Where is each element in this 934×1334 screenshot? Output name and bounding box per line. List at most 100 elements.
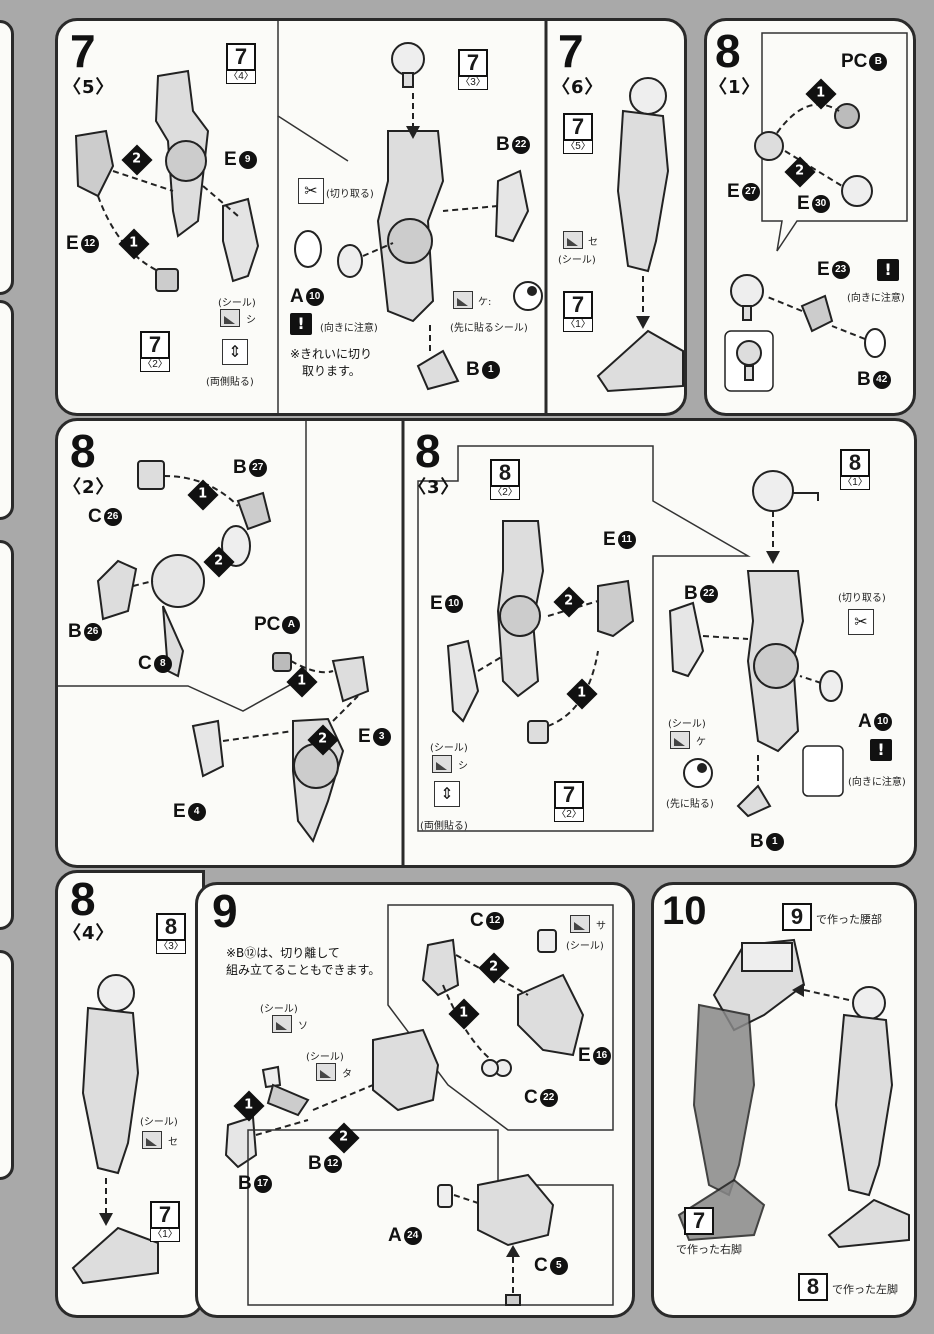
step-number: 7 bbox=[70, 25, 96, 77]
caution-icon: ! bbox=[870, 739, 892, 761]
edge-fragment-bottom bbox=[0, 950, 14, 1180]
ref-number: 9 bbox=[782, 903, 812, 931]
sticker-code-sa: サ bbox=[596, 921, 606, 932]
ref-step-9: 9 bbox=[782, 903, 812, 931]
ref-step-7-2: 7〈2〉 bbox=[140, 331, 170, 372]
assembly-illustration-8-1 bbox=[724, 32, 908, 392]
ref-sub: 〈3〉 bbox=[156, 941, 186, 954]
sticker-code-shi: シ bbox=[246, 315, 256, 326]
sticker-code-se: セ bbox=[588, 237, 598, 248]
seal-label: (シール) bbox=[668, 719, 706, 730]
sticker-icon-ta bbox=[316, 1063, 336, 1081]
ref-sub: 〈2〉 bbox=[490, 487, 520, 500]
both-sides-label: (両側貼る) bbox=[206, 377, 254, 388]
ref-number: 7 bbox=[563, 291, 593, 319]
both-sides-icon: ⇕ bbox=[434, 781, 460, 807]
cut-label: (切り取る) bbox=[326, 189, 374, 200]
ref-sub: 〈1〉 bbox=[150, 1229, 180, 1242]
ref-sub: 〈2〉 bbox=[140, 359, 170, 372]
nipper-icon: ✂ bbox=[848, 609, 874, 635]
step-number: 8 bbox=[415, 425, 441, 477]
ref-number: 7 bbox=[140, 331, 170, 359]
ref-sub: 〈1〉 bbox=[840, 477, 870, 490]
ref-sub: 〈4〉 bbox=[226, 71, 256, 84]
assembly-illustration-7 bbox=[74, 21, 684, 413]
ref-number: 7 bbox=[458, 49, 488, 77]
sticker-icon-se bbox=[563, 231, 583, 249]
sticker-icon-ke bbox=[670, 731, 690, 749]
seal-label: (シール) bbox=[430, 743, 468, 754]
sticker-icon-se bbox=[142, 1131, 162, 1149]
first-label: (先に貼る) bbox=[666, 799, 714, 810]
step-number: 9 bbox=[212, 885, 238, 937]
waist-label: で作った腰部 bbox=[816, 913, 882, 926]
ref-number: 8 bbox=[156, 913, 186, 941]
sticker-icon bbox=[220, 309, 240, 327]
step-number: 8 bbox=[715, 25, 741, 77]
step-substep: 〈2〉 bbox=[63, 477, 115, 498]
ref-step-7-4: 7〈4〉 bbox=[226, 43, 256, 84]
sticker-code-ke: ケ bbox=[696, 737, 706, 748]
sticker-code-ke: ケ: bbox=[478, 297, 492, 308]
ref-number: 8 bbox=[798, 1273, 828, 1301]
step-number: 7 bbox=[558, 25, 584, 77]
edge-fragment-top bbox=[0, 20, 14, 295]
step-substep: 〈3〉 bbox=[408, 477, 460, 498]
ref-step-7-1: 7〈1〉 bbox=[563, 291, 593, 332]
edge-fragment-mid bbox=[0, 300, 14, 520]
sticker-code-so: ソ bbox=[298, 1021, 308, 1032]
sticker-icon-so bbox=[272, 1015, 292, 1033]
step-number: 8 bbox=[70, 425, 96, 477]
sticker-code-se: セ bbox=[168, 1137, 178, 1148]
left-leg-label: で作った左脚 bbox=[832, 1283, 898, 1296]
assembly-illustration-10 bbox=[677, 938, 910, 1249]
seal-label: (シール) bbox=[306, 1052, 344, 1063]
ref-step-7-5: 7〈5〉 bbox=[563, 113, 593, 154]
assembly-illustration-9 bbox=[224, 904, 614, 1306]
caution-icon: ! bbox=[290, 313, 312, 335]
assembly-illustration-8-2-8-3 bbox=[58, 421, 844, 865]
edge-fragment-low bbox=[0, 540, 14, 930]
cut-note: ※きれいに切り取ります。 bbox=[290, 347, 373, 378]
ref-sub: 〈5〉 bbox=[563, 141, 593, 154]
ref-step-8-1: 8〈1〉 bbox=[840, 449, 870, 490]
ref-step-7-2: 7〈2〉 bbox=[554, 781, 584, 822]
ref-number: 7 bbox=[150, 1201, 180, 1229]
right-leg-label: で作った右脚 bbox=[676, 1243, 742, 1256]
seal-label: (シール) bbox=[140, 1117, 178, 1128]
seal-label: (シール) bbox=[566, 941, 604, 952]
orient-label: (向きに注意) bbox=[320, 323, 378, 334]
sticker-code-ta: タ bbox=[342, 1069, 352, 1080]
ref-sub: 〈2〉 bbox=[554, 809, 584, 822]
sticker-code-shi: シ bbox=[458, 761, 468, 772]
sticker-icon-shi bbox=[432, 755, 452, 773]
nipper-icon: ✂ bbox=[298, 178, 324, 204]
ref-number: 8 bbox=[840, 449, 870, 477]
step-number: 10 bbox=[662, 889, 707, 933]
first-seal-label: (先に貼るシール) bbox=[450, 323, 528, 334]
orient-label: (向きに注意) bbox=[847, 293, 905, 304]
ref-step-8: 8 bbox=[798, 1273, 828, 1301]
step-number: 8 bbox=[70, 873, 96, 925]
seal-label: (シール) bbox=[260, 1004, 298, 1015]
seal-label: (シール) bbox=[218, 298, 256, 309]
